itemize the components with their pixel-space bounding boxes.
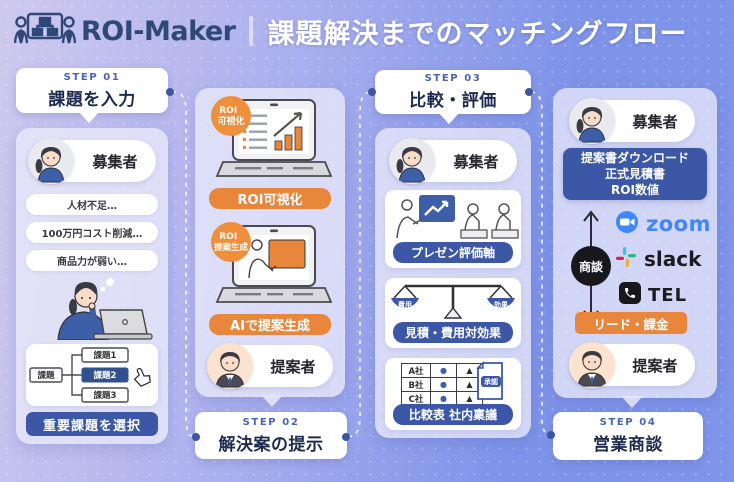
roi-proposal-badge (211, 222, 251, 262)
tool-slack: slack (615, 246, 701, 272)
slack-icon (615, 246, 637, 272)
proposer-label-col4: 提案者 (632, 356, 678, 375)
balance-scale-icon: 費用 効果 (391, 284, 515, 319)
step1-panel: 募集者 人材不足… 100万円コスト削減… 商品力が弱い… (16, 128, 168, 444)
roi-visualization-laptop-illustration: ROI 可視化 (209, 94, 333, 190)
ai-proposal-laptop-illustration: ROI 提案生成 (209, 220, 333, 316)
tree-child3-label: 課題3 (94, 390, 117, 401)
recruiter-label-col4: 募集者 (632, 112, 678, 131)
issue-tree-card: 課題 課題1 課題2 課題3 (26, 344, 158, 406)
negotiation-circle: 商談 (571, 246, 611, 286)
step1-card: STEP 01 課題を入力 (16, 68, 168, 113)
page-title: 課題解決までのマッチングフロー (267, 18, 688, 50)
tree-child1-label: 課題1 (94, 350, 117, 361)
presentation-evaluation-button: プレゼン評価軸 (393, 242, 513, 263)
tool-tel: TEL (619, 282, 687, 308)
proposer-pill-col2: 提案者 (207, 343, 333, 389)
scale-effect-label: 効果 (494, 300, 508, 309)
recruiter-pill-col1: 募集者 (28, 138, 156, 184)
step3-title: 比較・評価 (409, 91, 497, 111)
tel-icon (619, 282, 641, 308)
people-flowchart-logo-icon (13, 9, 77, 53)
issue-item-3: 商品力が弱い… (26, 250, 158, 271)
roi-visualization-button: ROI可視化 (209, 188, 331, 209)
header-divider (249, 16, 254, 46)
step2-panel: ROI 可視化 ROI可視化 ROI 提案生成 (195, 88, 345, 397)
step4-panel-notch (621, 396, 643, 408)
comparison-table: A社●▲ B社●▲ C社●▲ (401, 363, 483, 406)
deliverable-proposal-download: 提案書ダウンロード (580, 150, 689, 165)
proposer-pill-col4: 提案者 (569, 342, 695, 388)
recruiter-pill-col3: 募集者 (389, 138, 517, 184)
svg-text:ROI 提案生成: ROI 提案生成 (214, 224, 249, 253)
ai-generate-proposal-button: AIで提案生成 (209, 314, 331, 335)
issue-item-1: 人材不足… (26, 194, 158, 215)
presentation-illustration (396, 195, 519, 239)
proposer-label: 提案者 (270, 357, 316, 376)
negotiation-label: 商談 (578, 259, 603, 274)
step4-title: 営業商談 (593, 435, 663, 455)
recruiter-avatar-col3 (389, 138, 435, 184)
deliverable-formal-quote: 正式見積書 (604, 166, 665, 181)
header: ROI-Maker 課題解決までのマッチングフロー (13, 8, 724, 54)
hand-cursor-icon (133, 367, 151, 387)
tool-zoom: zoom (615, 210, 711, 238)
step3-card: STEP 03 比較・評価 (375, 70, 531, 114)
step3-panel: 募集者 プレゼン評価軸 (375, 128, 531, 438)
step1-label: STEP 01 (63, 71, 121, 83)
step2-label: STEP 02 (242, 416, 300, 428)
approval-document-icon: 承認 (475, 361, 505, 405)
step4-panel: 募集者 提案書ダウンロード 正式見積書 ROI数値 商談 (553, 88, 717, 398)
estimate-cost-effect-button: 見積・費用対効果 (393, 322, 513, 343)
zoom-icon (615, 210, 639, 238)
negotiation-tools: 商談 zoom (553, 208, 717, 328)
select-key-issue-button: 重要課題を選択 (26, 412, 158, 436)
roi-visualization-badge (211, 96, 251, 136)
recruiter-avatar (28, 138, 74, 184)
issue-item-2: 100万円コスト削減… (26, 222, 158, 243)
recruiter-pill-col4: 募集者 (569, 98, 695, 144)
proposer-avatar-col4 (569, 342, 615, 388)
cost-effect-card: 費用 効果 見積・費用対効果 (385, 278, 521, 348)
step2-title: 解決案の提示 (218, 434, 324, 455)
deliverables-box: 提案書ダウンロード 正式見積書 ROI数値 (563, 148, 707, 200)
connector-step2-step3 (347, 91, 372, 438)
connector-step3-step4 (530, 91, 551, 436)
comparison-ringi-button: 比較表 社内稟議 (393, 404, 513, 425)
step2-card: STEP 02 解決案の提示 (195, 412, 347, 459)
lead-billing-button: リード・課金 (575, 312, 687, 334)
step1-title: 課題を入力 (48, 89, 136, 110)
step3-label: STEP 03 (424, 73, 482, 84)
tree-child2-label-selected: 課題2 (94, 370, 117, 381)
presentation-card: プレゼン評価軸 (385, 190, 521, 268)
recruiter-avatar-col4 (569, 98, 615, 144)
approval-stamp-label: 承認 (484, 377, 498, 386)
brand-name: ROI-Maker (81, 15, 236, 47)
step1-notch (78, 111, 100, 123)
comparison-card: A社●▲ B社●▲ C社●▲ 承認 比較表 社内稟議 (385, 358, 521, 430)
step4-label: STEP 04 (599, 417, 657, 428)
proposer-avatar (207, 343, 253, 389)
scale-cost-label: 費用 (398, 300, 412, 309)
step3-notch (438, 112, 460, 124)
deliverable-roi-value: ROI数値 (611, 182, 659, 197)
tree-root-label: 課題 (37, 370, 55, 381)
svg-text:ROI 可視化: ROI 可視化 (217, 98, 244, 127)
thinking-woman-laptop-illustration (30, 276, 154, 344)
connector-step1-step2 (171, 91, 196, 438)
step2-panel-notch (261, 395, 283, 407)
recruiter-label: 募集者 (92, 152, 138, 171)
step4-card: STEP 04 営業商談 (553, 412, 703, 460)
recruiter-label-col3: 募集者 (453, 152, 499, 171)
